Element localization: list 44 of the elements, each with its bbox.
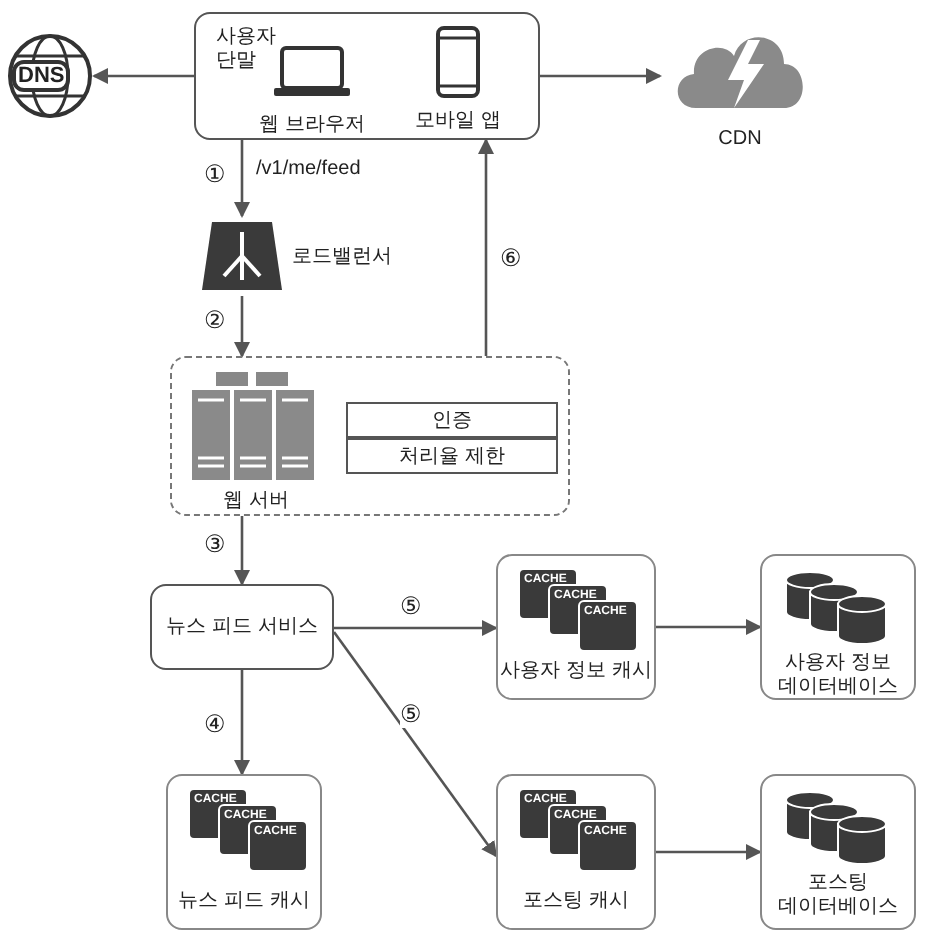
- arrow: [540, 68, 662, 84]
- node-caption: 포스팅 데이터베이스: [776, 872, 900, 920]
- arrow: [234, 516, 250, 586]
- node-title: 사용자 단말: [216, 26, 278, 74]
- step-number: ①: [204, 160, 226, 188]
- node-caption: 웹 브라우저: [259, 112, 365, 140]
- node-caption: 사용자 정보 캐시: [498, 658, 654, 686]
- node-caption: 포스팅 캐시: [521, 888, 631, 916]
- arrow: [234, 296, 250, 358]
- service-box: [150, 584, 334, 670]
- node-caption: 뉴스 피드 캐시: [176, 888, 312, 916]
- arrow: [234, 140, 250, 218]
- step-number: ⑥: [500, 244, 522, 272]
- database-box: [760, 774, 916, 930]
- arrow: [334, 620, 498, 636]
- cache-box: [496, 774, 656, 930]
- cache-box: [496, 554, 656, 700]
- cache-box: [166, 774, 322, 930]
- step-number: ⑤: [400, 700, 422, 728]
- arrow: [656, 619, 762, 635]
- module-cell: [346, 438, 558, 474]
- arrow: [332, 631, 498, 858]
- node-caption: 사용자 정보 데이터베이스: [776, 652, 900, 700]
- client-box: [194, 12, 540, 140]
- node-label: 인증: [432, 407, 472, 435]
- arrow: [234, 670, 250, 776]
- database-box: [760, 554, 916, 700]
- step-number: ②: [204, 306, 226, 334]
- node-label: DNS: [12, 60, 71, 92]
- step-number: ⑤: [400, 592, 422, 620]
- module-cell: [346, 402, 558, 438]
- arrow: [92, 68, 194, 84]
- node-label: 뉴스 피드 서비스: [166, 614, 318, 642]
- arrow: [478, 138, 494, 356]
- node-caption: 모바일 앱: [415, 108, 501, 136]
- node-label: 로드밸런서: [292, 243, 392, 271]
- arrow: [656, 844, 762, 860]
- step-number: ④: [204, 710, 226, 738]
- node-label: 처리율 제한: [399, 443, 505, 471]
- server-group-box: [170, 356, 570, 516]
- step-number: ③: [204, 530, 226, 558]
- node-caption: CDN: [718, 126, 762, 154]
- node-caption: 웹 서버: [221, 488, 291, 516]
- endpoint-path: /v1/me/feed: [256, 156, 361, 184]
